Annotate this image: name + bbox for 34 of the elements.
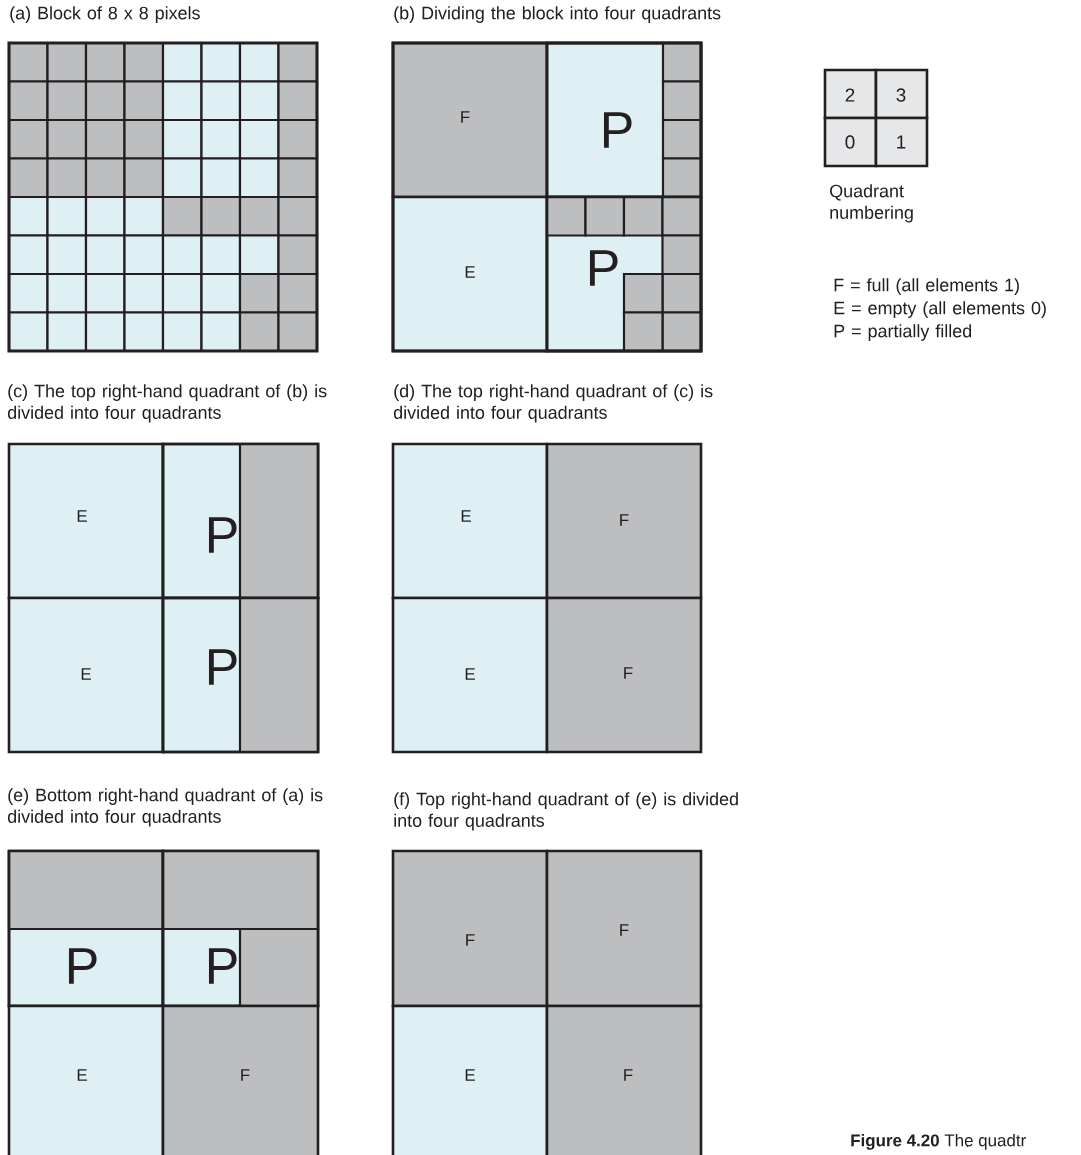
legend-text: E = empty (all elements 0) (834, 301, 1046, 318)
quadrant-box: E (7, 1004, 165, 1155)
legend-text: F = full (all elements 1) (834, 278, 1019, 295)
panel-title: (e) Bottom right-hand quadrant of (a) is divided into four quadrants (7, 788, 323, 827)
quadrant-box: P (161, 442, 320, 600)
numbering-cell: 0 (823, 116, 878, 168)
quadrant-box: F (545, 596, 703, 754)
quadrant-box: F (545, 1004, 703, 1155)
panel-title: (b) Dividing the block into four quadrants (394, 6, 721, 23)
quadrant-box: F (545, 442, 703, 600)
quadrant-box: E (391, 442, 549, 600)
panel-title: (c) The top right-hand quadrant of (b) is divided into four quadrants (7, 384, 327, 423)
quadrant-box: E (7, 442, 165, 600)
panel-title: (f) Top right-hand quadrant of (e) is divided into four quadrants (394, 792, 738, 831)
quadrant-box: F (391, 41, 549, 199)
legend-text: P = partially filled (834, 324, 972, 341)
numbering-cell: 1 (874, 116, 929, 168)
quadrant-box: F (391, 849, 549, 1008)
caption-text: Quadrant numbering (830, 184, 913, 223)
quadrant-box: P (7, 849, 165, 1008)
quadrant-box: P (545, 195, 703, 353)
quadrant-box: E (391, 1004, 549, 1155)
quadrant-box: P (161, 849, 320, 1008)
panel-title: (a) Block of 8 x 8 pixels (10, 6, 200, 23)
quadrant-box: F (545, 849, 703, 1008)
numbering-cell: 3 (874, 68, 929, 120)
quadrant-box: P (161, 596, 320, 754)
quadrant-box: P (545, 41, 703, 199)
quadrant-box: E (391, 596, 549, 754)
figure-caption: Figure 4.20 The quadtr (851, 1133, 1026, 1150)
panel-title: (d) The top right-hand quadrant of (c) is divided into four quadrants (393, 384, 713, 423)
quadrant-box: E (391, 195, 549, 353)
quadrant-box: E (7, 596, 165, 754)
numbering-cell: 2 (823, 68, 878, 120)
